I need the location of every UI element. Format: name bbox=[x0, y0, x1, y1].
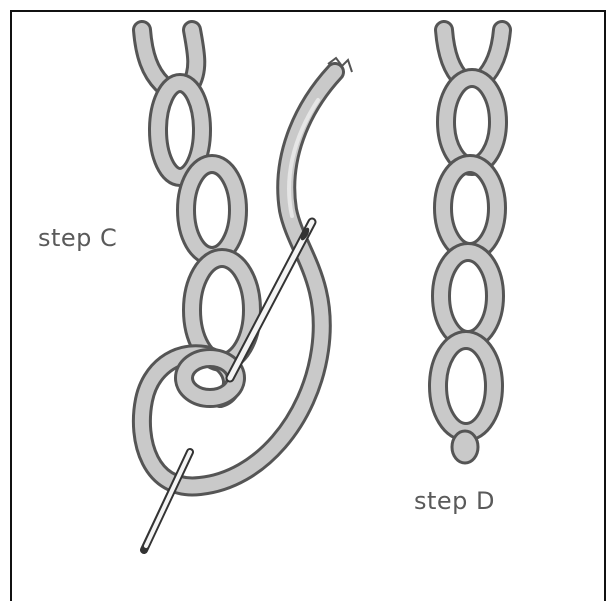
step-d-label: step D bbox=[414, 487, 495, 515]
step-d-link-4 bbox=[438, 340, 494, 432]
step-c-link-2 bbox=[186, 164, 238, 256]
step-c-label: step C bbox=[38, 224, 117, 252]
step-d-chain bbox=[438, 30, 502, 463]
step-d-link-1 bbox=[446, 78, 498, 166]
step-d-link-2 bbox=[443, 164, 497, 252]
step-c-chain bbox=[142, 30, 352, 550]
step-d-link-3 bbox=[441, 252, 495, 340]
step-d-tail bbox=[452, 431, 478, 463]
